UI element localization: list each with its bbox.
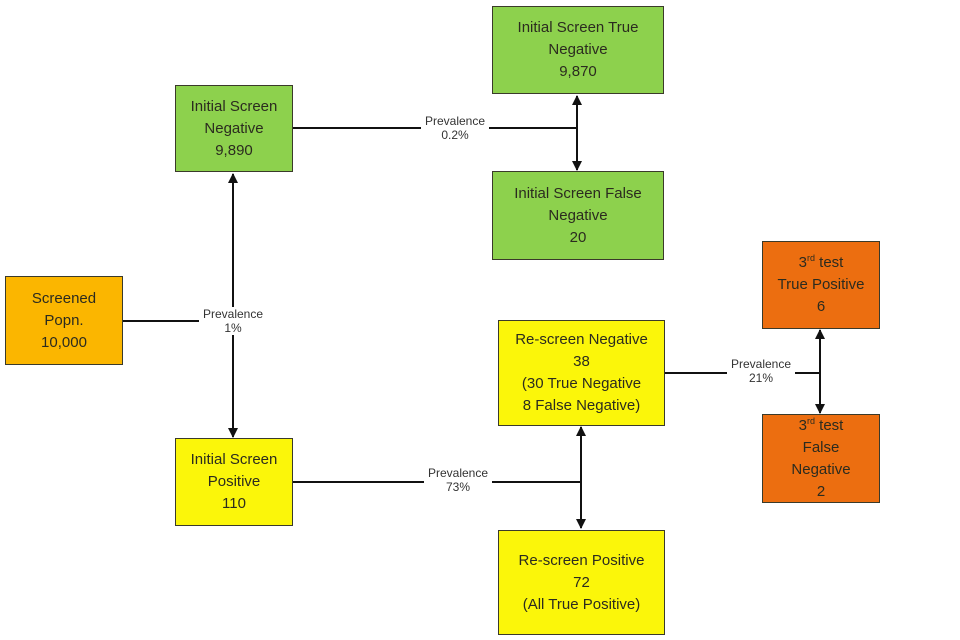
node-initial-true-negative: Initial Screen True Negative 9,870 — [492, 6, 664, 94]
node-rescreen-negative: Re-screen Negative 38 (30 True Negative … — [498, 320, 665, 426]
node-line: 2 — [816, 482, 826, 500]
node-title: 3rd test — [799, 252, 844, 274]
node-line: 8 False Negative) — [522, 397, 641, 414]
node-line: Initial Screen True — [517, 19, 639, 36]
node-line: Screened — [31, 289, 97, 307]
node-initial-false-negative: Initial Screen False Negative 20 — [492, 171, 664, 260]
node-line: (All True Positive) — [522, 595, 641, 613]
edge-label-rescreen-prevalence: Prevalence 21% — [727, 357, 795, 385]
node-third-test-false-negative: 3rd test False Negative 2 — [762, 414, 880, 503]
node-line: Negative — [548, 206, 608, 224]
ordinal-suffix: rd — [806, 415, 815, 426]
node-line: 110 — [222, 495, 246, 512]
edge-label-value: 21% — [748, 371, 774, 385]
node-line: Negative — [548, 41, 608, 58]
ordinal: 3 — [798, 254, 807, 271]
edge-label-text: Prevalence — [424, 114, 486, 128]
node-initial-screen-positive: Initial Screen Positive 110 — [175, 438, 293, 526]
node-third-test-true-positive: 3rd test True Positive 6 — [762, 241, 880, 329]
node-line: Negative — [791, 460, 851, 478]
node-line: True Positive — [777, 276, 865, 293]
node-line: 9,890 — [215, 141, 253, 159]
node-line: Re-screen Negative — [515, 331, 648, 348]
node-line: 9,870 — [559, 63, 597, 80]
node-screened-population: Screened Popn. 10,000 — [5, 276, 123, 365]
title-rest: test — [815, 416, 844, 434]
edge-label-screened-prevalence: Prevalence 1% — [199, 307, 267, 335]
node-line: 72 — [573, 573, 590, 591]
ordinal: 3 — [798, 416, 807, 434]
edge-label-text: Prevalence — [427, 466, 489, 480]
node-title: 3rd test — [799, 415, 844, 437]
node-line: Re-screen Positive — [518, 551, 645, 569]
node-line: Popn. — [44, 311, 84, 329]
edge-label-negative-prevalence: Prevalence 0.2% — [421, 114, 489, 142]
node-line: Initial Screen — [190, 97, 278, 115]
node-line: Negative — [204, 119, 264, 137]
node-line: Initial Screen — [190, 451, 278, 468]
node-line: 20 — [569, 228, 587, 246]
title-rest: test — [815, 254, 844, 271]
node-rescreen-positive: Re-screen Positive 72 (All True Positive… — [498, 530, 665, 635]
node-line: Initial Screen False — [514, 184, 642, 202]
node-line: 6 — [816, 298, 826, 315]
edge-label-text: Prevalence — [202, 307, 264, 321]
node-line: 38 — [573, 353, 590, 370]
node-line: 10,000 — [41, 333, 87, 351]
edge-label-value: 0.2% — [441, 128, 469, 142]
node-line: Positive — [207, 473, 261, 490]
node-line: (30 True Negative — [521, 375, 642, 392]
edge-label-text: Prevalence — [730, 357, 792, 371]
edge-label-value: 73% — [445, 480, 471, 494]
node-initial-screen-negative: Initial Screen Negative 9,890 — [175, 85, 293, 172]
edge-label-value: 1% — [224, 321, 242, 335]
ordinal-suffix: rd — [806, 253, 815, 263]
node-line: False — [802, 438, 840, 456]
edge-label-positive-prevalence: Prevalence 73% — [424, 466, 492, 494]
